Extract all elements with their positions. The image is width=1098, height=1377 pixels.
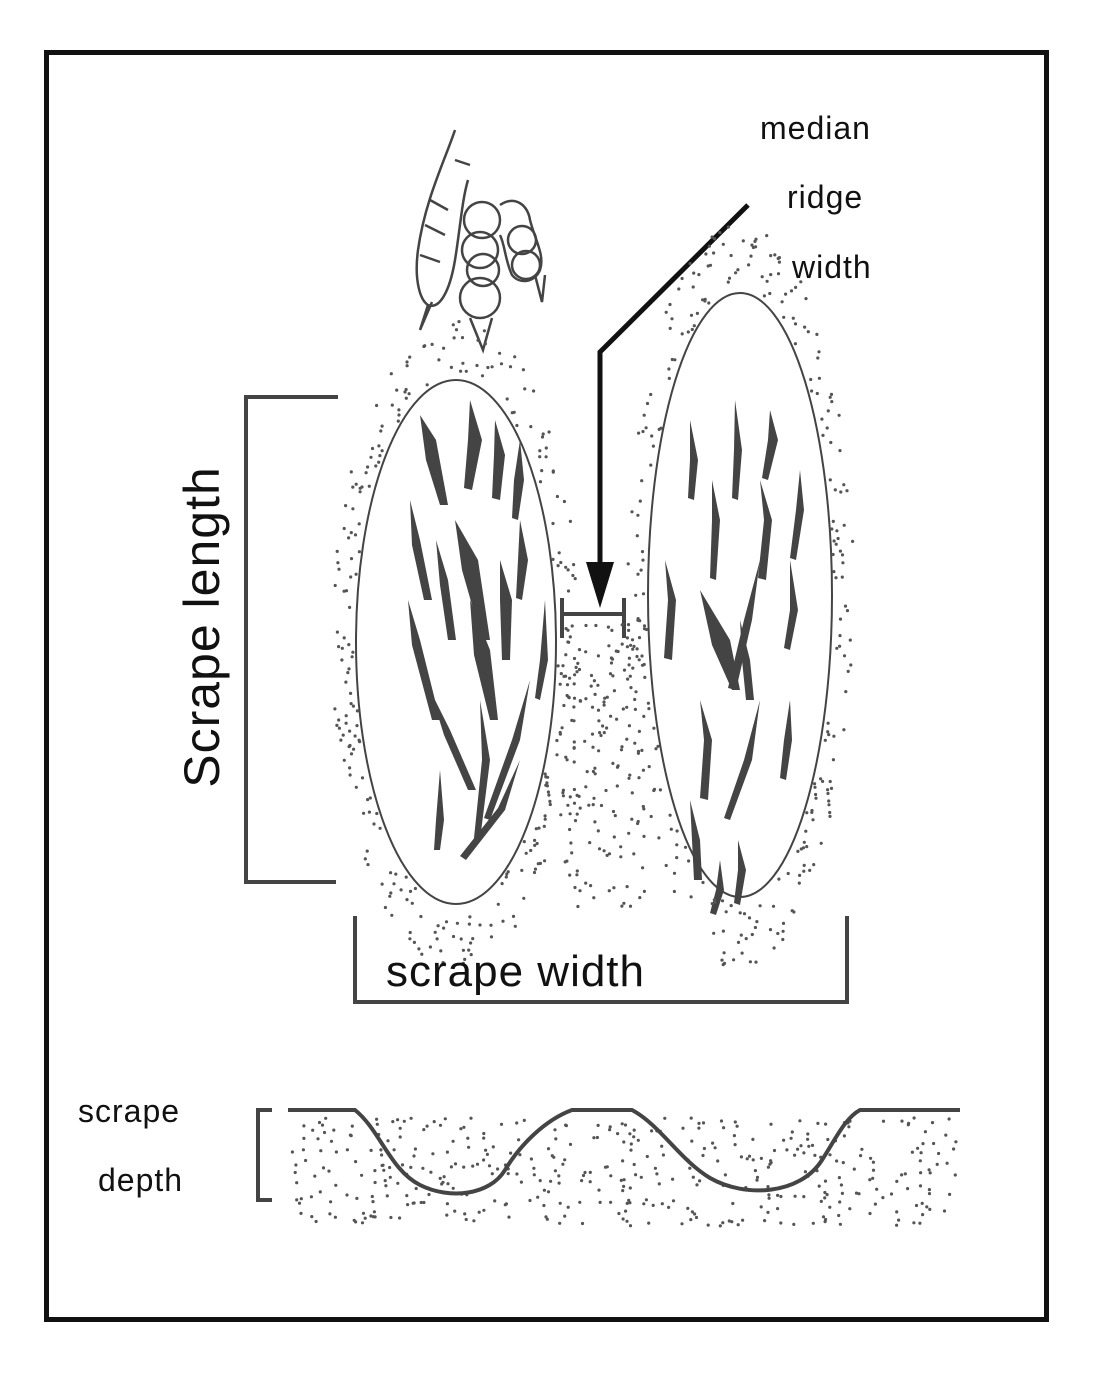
soil-stipple (333, 225, 855, 967)
depth-bracket (256, 1108, 272, 1202)
scrape-length-label: Scrape length (174, 466, 230, 788)
left-scrape (355, 379, 557, 905)
depth-profile (288, 1108, 960, 1228)
width-label: width (792, 249, 872, 285)
paw-illustration (415, 129, 547, 354)
scrape-depth-label-line2: depth (98, 1162, 184, 1198)
ridge-label: ridge (787, 179, 864, 215)
scrape-length-bracket (244, 395, 338, 884)
scrape-depth-label-line1: scrape (78, 1093, 181, 1129)
right-scrape (647, 292, 833, 915)
median-ridge-bar (560, 598, 626, 638)
diagram-frame (44, 50, 1049, 1322)
scrape-width-bracket (353, 916, 849, 1004)
median-ridge-arrow (586, 203, 750, 608)
median-label: median (760, 110, 871, 146)
profile-stipple (290, 1116, 958, 1228)
scrape-width-label: scrape width (386, 947, 646, 996)
